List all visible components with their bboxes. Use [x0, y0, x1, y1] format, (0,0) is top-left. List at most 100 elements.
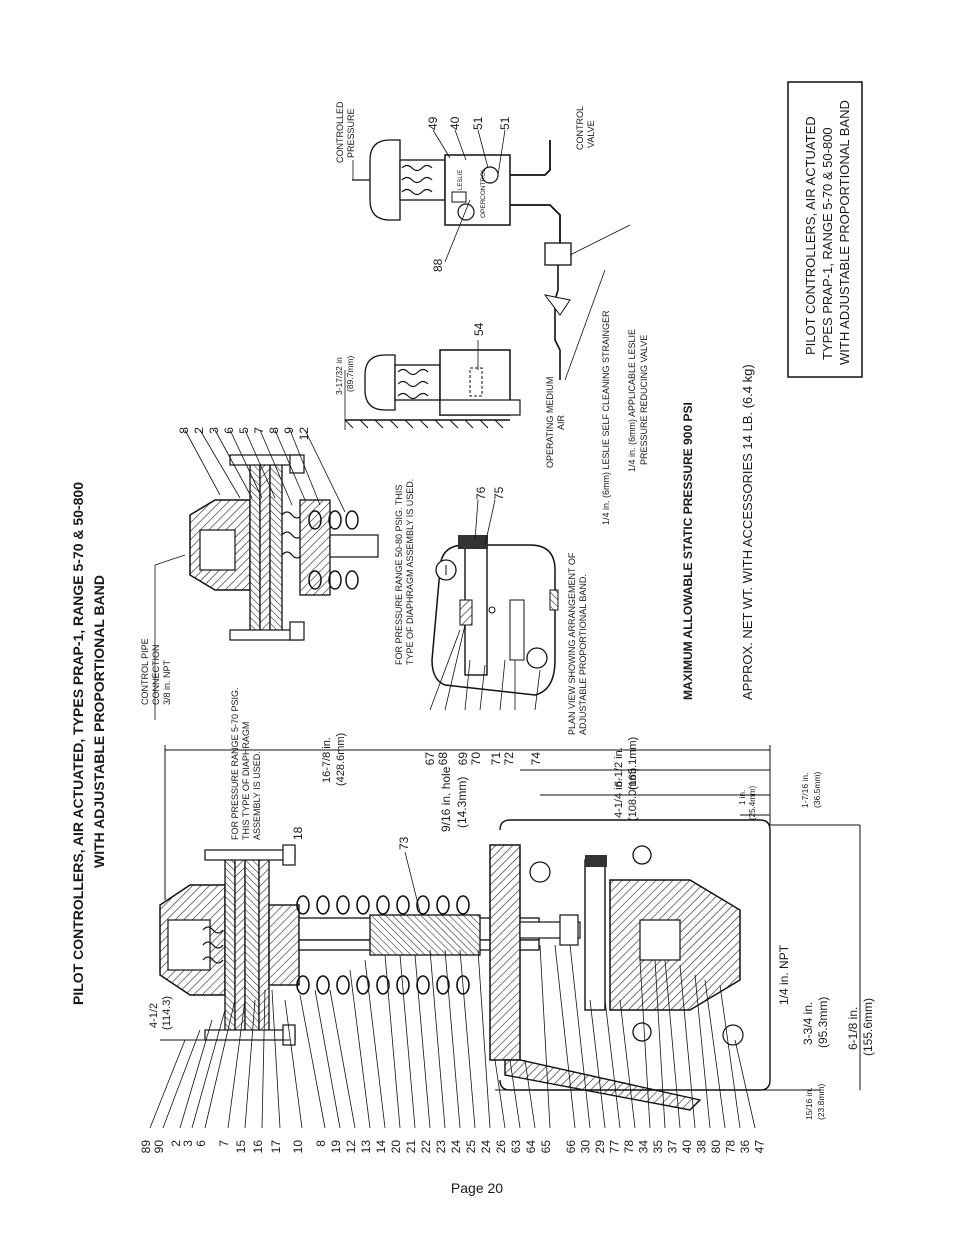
left-callout-21: 24 — [479, 1140, 493, 1154]
dim-1-7-16-b: (36.5mm) — [812, 771, 822, 808]
callout-49: 49 — [426, 116, 440, 130]
dim-6-1-2-a: 6-1/2 in. — [613, 747, 625, 787]
net-weight-note: APPROX. NET WT. WITH ACCESSORIES 14 LB. … — [740, 364, 755, 700]
top-right-callout-1: 2 — [192, 427, 206, 434]
left-callout-33: 37 — [666, 1140, 680, 1154]
boxed-title-line-3: WITH ADJUSTABLE PROPORTIONAL BAND — [837, 100, 852, 365]
svg-text:CONTROL: CONTROL — [480, 168, 487, 200]
left-callout-26: 66 — [564, 1140, 578, 1154]
title-line-2: WITH ADJUSTABLE PROPORTIONAL BAND — [91, 575, 107, 868]
left-callout-27: 30 — [579, 1140, 593, 1154]
page-title: PILOT CONTROLLERS, AIR ACTUATED, TYPES P… — [70, 482, 107, 1005]
top-right-callout-0: 8 — [177, 427, 191, 434]
left-callout-32: 35 — [651, 1140, 665, 1154]
svg-text:CONNECTION: CONNECTION — [151, 645, 161, 706]
svg-text:OPER.: OPER. — [480, 198, 487, 218]
left-callout-19: 24 — [449, 1140, 463, 1154]
top-right-callout-7: 9 — [282, 427, 296, 434]
plan-callout-4: 71 — [489, 752, 503, 766]
title-line-1: PILOT CONTROLLERS, AIR ACTUATED, TYPES P… — [70, 482, 86, 1005]
left-callout-5: 7 — [217, 1140, 231, 1147]
left-callout-7: 16 — [251, 1140, 265, 1154]
left-callout-29: 77 — [608, 1140, 622, 1154]
max-pressure-note: MAXIMUM ALLOWABLE STATIC PRESSURE 900 PS… — [681, 402, 695, 700]
top-right-callout-3: 6 — [222, 427, 236, 434]
control-pipe-note: CONTROL PIPE CONNECTION 3/8 in. NPT — [140, 638, 172, 705]
page-label: Page 20 — [450, 1180, 504, 1196]
top-right-callout-6: 8 — [267, 427, 281, 434]
left-callout-34: 40 — [680, 1140, 694, 1154]
svg-text:1/4 in. (6mm) LESLIE SELF CLEA: 1/4 in. (6mm) LESLIE SELF CLEANING STRAI… — [601, 310, 611, 525]
plan-callout-1: 68 — [436, 752, 450, 766]
piping-notes: CONTROLLED PRESSURE CONTROL VALVE OPERAT… — [335, 101, 649, 525]
piping-callouts: 49 40 51 51 88 — [426, 116, 512, 272]
plan-view-drawing — [431, 535, 559, 696]
plan-view-note: PLAN VIEW SHOWING ARRANGEMENT OF ADJUSTA… — [567, 552, 588, 735]
left-callout-13: 13 — [359, 1140, 373, 1154]
left-callout-1: 90 — [152, 1140, 166, 1154]
diaphragm-assembly-50-80 — [189, 454, 379, 641]
svg-text:PRESSURE REDUCING VALVE: PRESSURE REDUCING VALVE — [639, 335, 649, 465]
dim-3-3-4-b: (95.3mm) — [816, 997, 830, 1048]
plan-callout-2: 69 — [456, 752, 470, 766]
left-leader-lines — [149, 944, 756, 1129]
dim-15-16-b: (23.8mm) — [816, 1083, 826, 1120]
dim-16-7-8-b: (428.6mm) — [335, 733, 347, 786]
range-50-80-note: FOR PRESSURE RANGE 50-80 PSIG. THIS TYPE… — [394, 479, 415, 665]
svg-text:1/4 in. (6mm) APPLICABLE LESLI: 1/4 in. (6mm) APPLICABLE LESLIE — [627, 329, 637, 472]
left-callout-37: 78 — [724, 1140, 738, 1154]
piping-leaders — [432, 129, 631, 381]
top-right-leader-lines — [184, 429, 346, 513]
left-callout-25: 65 — [539, 1140, 553, 1154]
plan-leader-lines — [429, 499, 541, 711]
left-callout-35: 38 — [695, 1140, 709, 1154]
callout-51-b: 51 — [498, 116, 512, 130]
svg-text:VALVE: VALVE — [586, 120, 596, 148]
dim-4-1-2-b: (114.3) — [161, 996, 173, 1030]
svg-text:FOR PRESSURE RANGE 50-80 PSIG.: FOR PRESSURE RANGE 50-80 PSIG. THIS — [394, 485, 404, 665]
svg-text:PRESSURE: PRESSURE — [346, 108, 356, 158]
dim-9-16-hole-a: 9/16 in. hole — [439, 766, 453, 832]
callout-51-a: 51 — [471, 116, 485, 130]
svg-text:OPERATING MEDIUM: OPERATING MEDIUM — [545, 377, 555, 468]
left-callout-0: 89 — [139, 1140, 153, 1154]
top-right-callout-4: 5 — [237, 427, 251, 434]
left-callout-16: 21 — [404, 1140, 418, 1154]
left-callout-4: 6 — [194, 1140, 208, 1147]
left-callout-8: 17 — [269, 1140, 283, 1154]
svg-text:CONTROL: CONTROL — [575, 106, 585, 150]
callout-73: 73 — [397, 836, 411, 850]
plan-callout-0: 67 — [423, 752, 437, 766]
left-callout-17: 22 — [419, 1140, 433, 1154]
top-right-callout-8: 12 — [297, 427, 311, 441]
left-callout-6: 15 — [234, 1140, 248, 1154]
svg-text:(89.7mm): (89.7mm) — [345, 355, 355, 392]
boxed-title: PILOT CONTROLLERS, AIR ACTUATED TYPES PR… — [787, 81, 863, 378]
plan-callout-6: 74 — [529, 752, 543, 766]
left-callout-23: 63 — [509, 1140, 523, 1154]
callout-40: 40 — [448, 116, 462, 130]
left-callout-3: 3 — [181, 1140, 195, 1147]
svg-text:3/8 in. NPT: 3/8 in. NPT — [162, 659, 172, 705]
left-callout-31: 34 — [637, 1140, 651, 1154]
dim-3-3-4-a: 3-3/4 in. — [801, 1002, 815, 1045]
top-right-callout-5: 7 — [252, 427, 266, 434]
left-callout-20: 25 — [464, 1140, 478, 1154]
callout-18: 18 — [291, 826, 305, 840]
plan-callout-75: 75 — [492, 486, 506, 500]
left-callout-38: 36 — [738, 1140, 752, 1154]
left-callout-24: 64 — [524, 1140, 538, 1154]
plan-callout-3: 70 — [469, 752, 483, 766]
left-callout-22: 26 — [494, 1140, 508, 1154]
callout-88: 88 — [431, 258, 445, 272]
left-callout-18: 23 — [434, 1140, 448, 1154]
dim-4-1-2-a: 4-1/2 — [148, 1003, 160, 1028]
range-5-70-note: FOR PRESSURE RANGE 5-70 PSIG. THIS TYPE … — [230, 687, 262, 840]
svg-text:CONTROL PIPE: CONTROL PIPE — [140, 638, 150, 705]
dim-16-7-8-a: 16-7/8 in. — [321, 737, 333, 783]
svg-text:PLAN VIEW SHOWING ARRANGEMENT: PLAN VIEW SHOWING ARRANGEMENT OF — [567, 552, 577, 735]
main-dimensions: 16-7/8 in. (428.6mm) 6-1/2 in. (165.1mm)… — [148, 733, 875, 1120]
dim-6-1-8-a: 6-1/8 in. — [846, 1007, 860, 1050]
